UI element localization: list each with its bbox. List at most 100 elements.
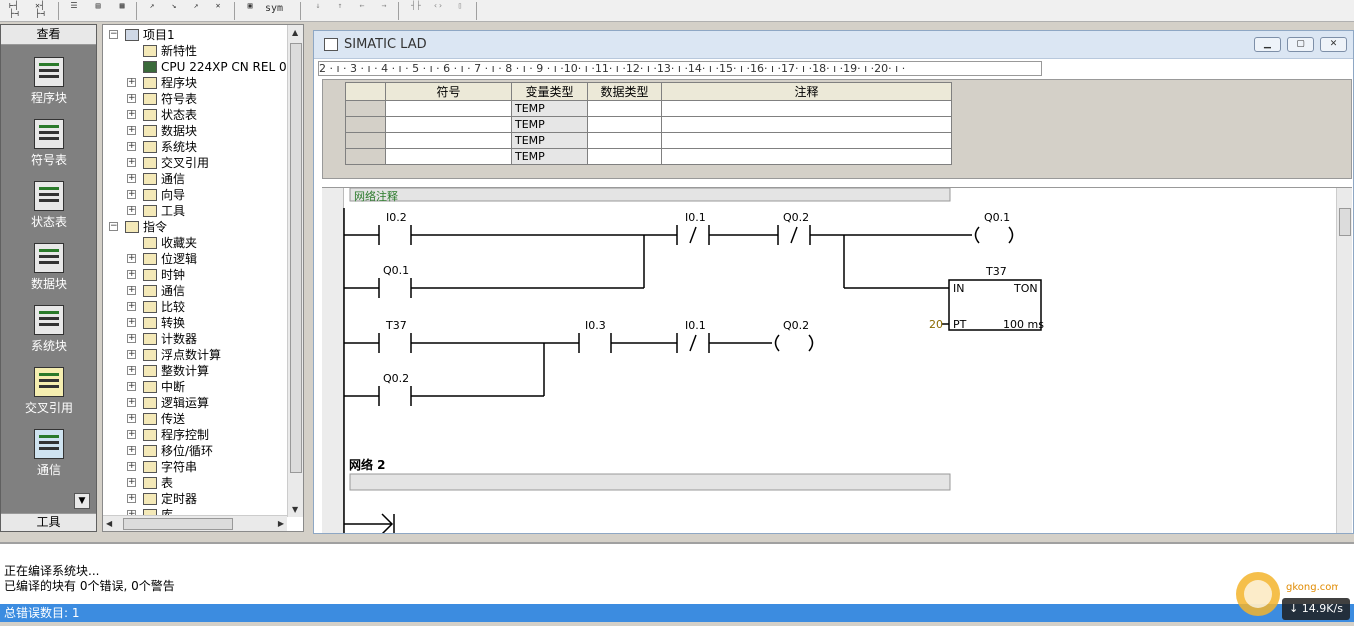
data-type-cell[interactable] (587, 100, 662, 117)
line-right-icon[interactable]: → (381, 1, 387, 10)
tree-item[interactable]: +工具 (127, 203, 185, 219)
expand-icon[interactable]: + (127, 397, 136, 407)
expand-icon[interactable]: + (127, 461, 136, 471)
expand-icon[interactable]: + (127, 253, 136, 263)
scroll-left-icon[interactable]: ◀ (106, 519, 113, 528)
symbol-cell[interactable] (385, 100, 512, 117)
view-fbd-icon[interactable]: ▦ (119, 1, 125, 10)
expand-icon[interactable]: + (127, 141, 136, 151)
expand-icon[interactable]: + (127, 493, 136, 503)
row-header[interactable] (345, 100, 386, 117)
row-header[interactable] (345, 148, 386, 165)
tree-item[interactable]: +定时器 (127, 491, 197, 507)
expand-icon[interactable]: + (127, 285, 136, 295)
expand-icon[interactable]: + (127, 349, 136, 359)
data-type-cell[interactable] (587, 132, 662, 149)
tree-hscroll-thumb[interactable] (123, 518, 233, 530)
tree-item[interactable]: +向导 (127, 187, 185, 203)
expand-icon[interactable]: + (127, 429, 136, 439)
var-type-cell[interactable]: TEMP (511, 116, 588, 133)
row-header[interactable] (345, 116, 386, 133)
view-lad-icon[interactable]: ▤ (95, 1, 101, 10)
tree-item[interactable]: +程序块 (127, 75, 197, 91)
expand-icon[interactable]: + (127, 333, 136, 343)
maximize-button[interactable]: ▢ (1287, 37, 1314, 52)
tree-item[interactable]: +位逻辑 (127, 251, 197, 267)
coil-tool-icon[interactable]: ‹› (433, 1, 443, 10)
tree-item[interactable]: CPU 224XP CN REL 02.0 (143, 59, 303, 75)
ladder-vertical-scrollbar[interactable] (1336, 188, 1352, 533)
tree-vertical-scrollbar[interactable]: ▲ ▼ (287, 25, 303, 517)
expand-icon[interactable]: + (127, 189, 136, 199)
expand-icon[interactable]: + (127, 317, 136, 327)
comment-cell[interactable] (661, 132, 952, 149)
expand-icon[interactable]: + (127, 93, 136, 103)
expand-icon[interactable]: + (127, 381, 136, 391)
viewbar-data-block[interactable]: 数据块 (5, 239, 93, 299)
tree-item[interactable]: +通信 (127, 171, 185, 187)
view-stl-icon[interactable]: ☰ (70, 1, 78, 10)
scroll-up-icon[interactable]: ▲ (292, 28, 299, 37)
expand-icon[interactable]: + (127, 109, 136, 119)
tree-item[interactable]: +数据块 (127, 123, 197, 139)
data-type-cell[interactable] (587, 148, 662, 165)
symbol-cell[interactable] (385, 116, 512, 133)
symbol-cell[interactable] (385, 148, 512, 165)
tree-item[interactable]: +计数器 (127, 331, 197, 347)
expand-icon[interactable]: + (127, 157, 136, 167)
line-up-icon[interactable]: ↑ (337, 1, 343, 10)
delete-element-icon[interactable]: ✕ (215, 1, 221, 10)
lad-window-titlebar[interactable]: SIMATIC LAD ▁ ▢ ✕ (314, 31, 1353, 59)
viewbar-status-table[interactable]: 状态表 (5, 177, 93, 237)
ladder-scroll-thumb[interactable] (1339, 208, 1351, 236)
edit-box-icon[interactable]: ↗ (193, 1, 199, 10)
tree-item[interactable]: +传送 (127, 411, 185, 427)
tree-item[interactable]: +通信 (127, 283, 185, 299)
symbol-addressing-icon[interactable]: ▣ (247, 1, 253, 10)
insert-network-icon[interactable]: ⊢┤├⊣ (9, 1, 19, 18)
viewbar-scroll-down-icon[interactable]: ▼ (74, 493, 90, 509)
scroll-down-icon[interactable]: ▼ (292, 505, 299, 514)
collapse-icon[interactable]: − (109, 221, 118, 231)
tree-item[interactable]: +状态表 (127, 107, 197, 123)
var-type-cell[interactable]: TEMP (511, 132, 588, 149)
tree-horizontal-scrollbar[interactable]: ◀ ▶ (103, 515, 287, 531)
comment-cell[interactable] (661, 100, 952, 117)
tree-item[interactable]: +转换 (127, 315, 185, 331)
viewbar-cross-reference[interactable]: 交叉引用 (5, 363, 93, 423)
tree-item[interactable]: +中断 (127, 379, 185, 395)
tree-item[interactable]: +符号表 (127, 91, 197, 107)
tree-root-project[interactable]: −项目1 (109, 27, 175, 43)
expand-icon[interactable]: + (127, 445, 136, 455)
sym-button[interactable]: sym (264, 3, 284, 14)
edit-contact-icon[interactable]: ↗ (149, 1, 155, 10)
viewbar-symbol-table[interactable]: 符号表 (5, 115, 93, 175)
var-type-cell[interactable]: TEMP (511, 148, 588, 165)
tree-item[interactable]: +移位/循环 (127, 443, 213, 459)
expand-icon[interactable]: + (127, 173, 136, 183)
expand-icon[interactable]: + (127, 365, 136, 375)
tree-item[interactable]: +时钟 (127, 267, 185, 283)
edit-coil-icon[interactable]: ↘ (171, 1, 177, 10)
minimize-button[interactable]: ▁ (1254, 37, 1281, 52)
tree-item[interactable]: +表 (127, 475, 173, 491)
tree-item[interactable]: +逻辑运算 (127, 395, 209, 411)
expand-icon[interactable]: + (127, 301, 136, 311)
close-button[interactable]: ✕ (1320, 37, 1347, 52)
viewbar-program-block[interactable]: 程序块 (5, 53, 93, 113)
tree-item[interactable]: +字符串 (127, 459, 197, 475)
expand-icon[interactable]: + (127, 125, 136, 135)
ladder-program-area[interactable]: 网络注释 I0.2 I0.1 Q0.2 Q0.1 Q0.1 T37 IN TON… (322, 187, 1352, 533)
delete-network-icon[interactable]: ✕┤├⊣ (35, 1, 45, 18)
viewbar-communication[interactable]: 通信 (5, 425, 93, 485)
tree-item[interactable]: +程序控制 (127, 427, 209, 443)
tree-item[interactable]: +浮点数计算 (127, 347, 221, 363)
box-tool-icon[interactable]: ▯ (457, 1, 463, 10)
contact-tool-icon[interactable]: ┤├ (411, 1, 421, 10)
line-left-icon[interactable]: ← (359, 1, 365, 10)
data-type-cell[interactable] (587, 116, 662, 133)
tree-scroll-thumb[interactable] (290, 43, 302, 473)
tree-item[interactable]: +整数计算 (127, 363, 209, 379)
expand-icon[interactable]: + (127, 269, 136, 279)
tree-item[interactable]: +比较 (127, 299, 185, 315)
